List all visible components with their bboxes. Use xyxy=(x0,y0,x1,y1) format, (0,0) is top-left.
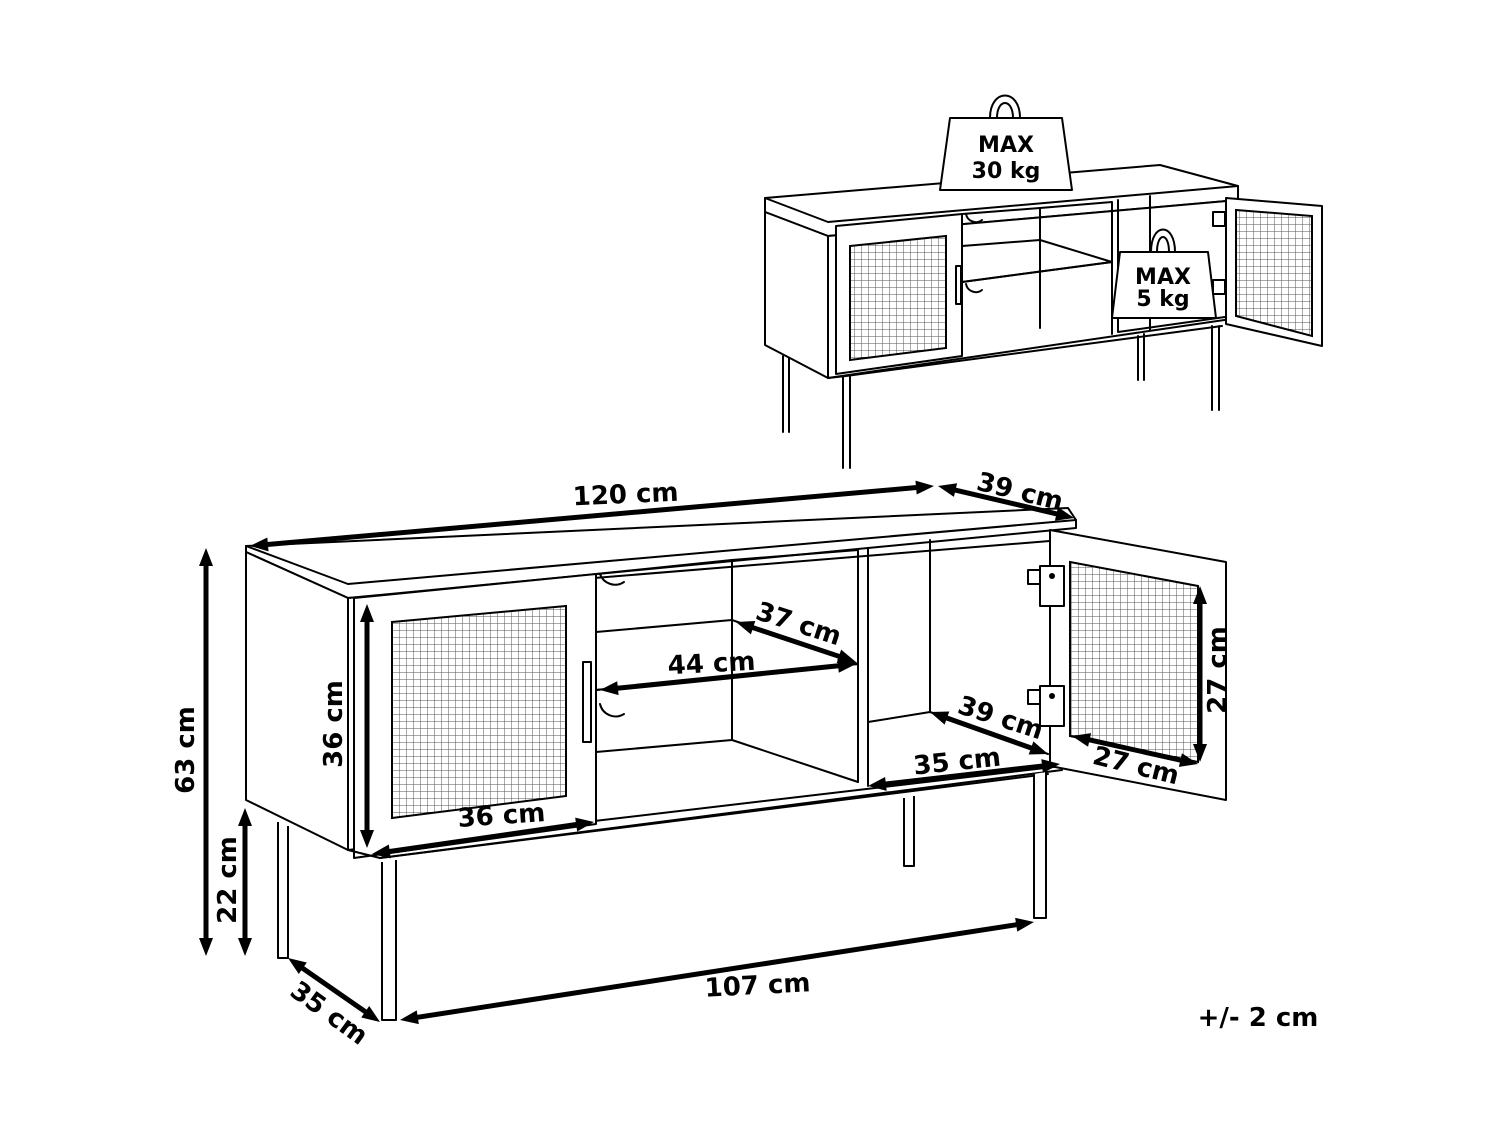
dimension-arrows xyxy=(199,480,1207,1025)
weight-shelf-line1: MAX xyxy=(1135,265,1191,290)
weight-icon-shelf xyxy=(1111,228,1217,319)
main-sideboard xyxy=(245,507,1227,1021)
arrow-base-width xyxy=(400,917,1034,1025)
weight-top-line2: 30 kg xyxy=(972,159,1041,184)
dim-leg-height-label: 22 cm xyxy=(213,836,243,924)
tolerance-note: +/- 2 cm xyxy=(1198,1003,1319,1033)
arrow-door-height xyxy=(360,604,374,848)
arrow-shelf-depth xyxy=(736,621,856,663)
dim-door-height-label: 36 cm xyxy=(319,680,349,768)
weight-shelf-line2: 5 kg xyxy=(1136,287,1189,312)
dim-mesh-height-label: 27 cm xyxy=(1203,626,1233,714)
hinge-icon xyxy=(1027,565,1065,607)
dim-base-width-label: 107 cm xyxy=(704,968,811,1003)
arrow-base-depth xyxy=(288,958,380,1022)
arrow-leg-height xyxy=(238,808,252,956)
overview-sideboard xyxy=(764,94,1323,469)
weight-icon-top xyxy=(939,94,1073,191)
dim-height-label: 63 cm xyxy=(171,706,201,794)
arrow-height xyxy=(199,548,213,956)
hinge-icon xyxy=(1027,685,1065,727)
arrow-mesh-height xyxy=(1193,586,1207,762)
arrow-width xyxy=(250,480,934,552)
arrow-depth xyxy=(938,483,1074,521)
dim-width-label: 120 cm xyxy=(572,478,679,513)
arrow-mesh-width xyxy=(1072,733,1198,767)
arrow-cabinet-depth xyxy=(930,711,1048,755)
dim-shelf-width-label: 44 cm xyxy=(667,647,756,682)
arrow-shelf-width xyxy=(600,658,856,696)
arrow-cabinet-width xyxy=(868,759,1060,791)
arrow-door-width xyxy=(372,817,594,859)
weight-top-line1: MAX xyxy=(978,133,1034,158)
dim-door-width-label: 36 cm xyxy=(457,798,547,834)
